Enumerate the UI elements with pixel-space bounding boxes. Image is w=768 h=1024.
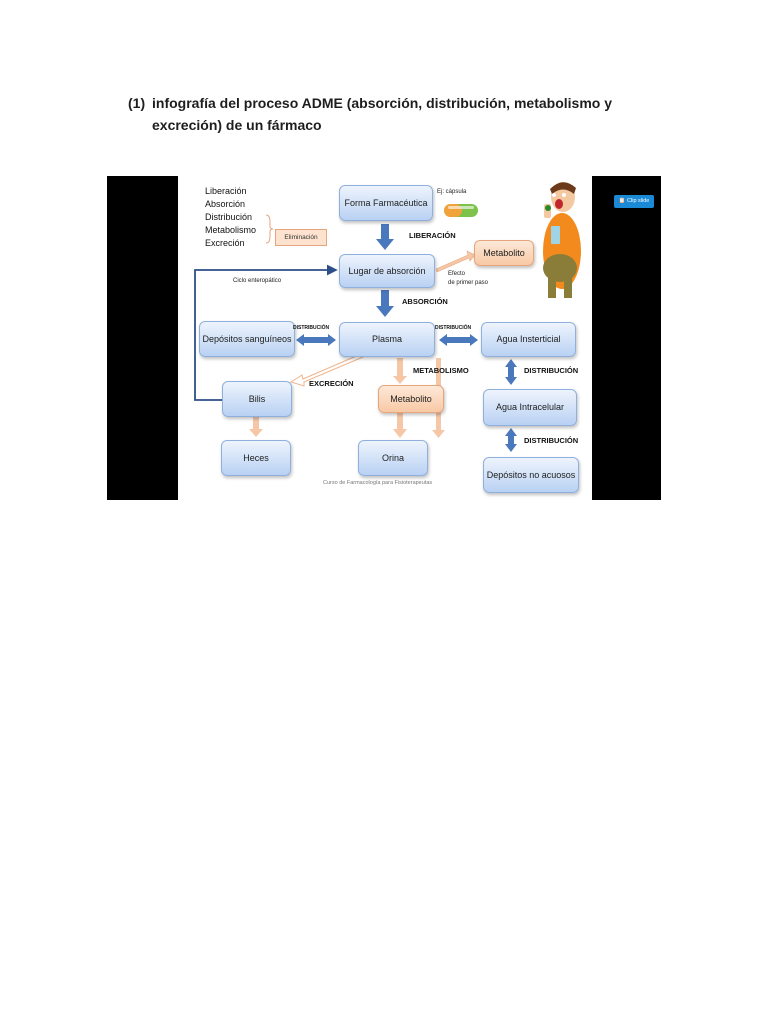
person-taking-pill-illustration	[543, 182, 581, 298]
embedded-slide-frame: 📋 Clip slide	[107, 176, 661, 500]
list-item: Distribución	[205, 212, 253, 222]
distribucion-label-2: DISTRIBUCIÓN	[524, 436, 579, 445]
brace-icon	[265, 214, 274, 244]
enterohepatic-loop-line	[194, 264, 338, 401]
ciclo-enteropatico-label: Ciclo enteropático	[233, 278, 282, 284]
adme-diagram-slide: Liberación Absorción Distribución Metabo…	[178, 176, 592, 500]
capsule-example-label: Ej: cápsula	[437, 189, 467, 195]
distribucion-label-1: DISTRIBUCIÓN	[524, 366, 579, 375]
list-item: Excreción	[205, 238, 245, 248]
adme-steps-list: Liberación Absorción Distribución Metabo…	[205, 185, 256, 250]
clip-slide-button[interactable]: 📋 Clip slide	[614, 195, 654, 208]
liberation-arrow	[376, 224, 394, 250]
document-heading: (1) infografía del proceso ADME (absorci…	[128, 92, 648, 136]
first-pass-arrow	[435, 250, 476, 273]
bilis-box: Bilis	[222, 381, 292, 417]
metabolito-top-box: Metabolito	[474, 240, 534, 266]
efecto-label-2: de primer paso	[448, 280, 489, 286]
depositos-no-acuosos-box: Depósitos no acuosos	[483, 457, 579, 493]
agua-intracelular-box: Agua Intracelular	[483, 389, 577, 426]
lugar-absorcion-box: Lugar de absorción	[339, 254, 435, 288]
efecto-label-1: Efecto	[448, 271, 466, 277]
slide-footer: Curso de Farmacología para Fisioterapeut…	[323, 480, 433, 486]
excrecion-label: EXCRECIÓN	[309, 379, 354, 388]
absorption-arrow	[376, 290, 394, 317]
orina-box: Orina	[358, 440, 428, 476]
clip-slide-label: Clip slide	[627, 198, 650, 204]
metabolismo-label: METABOLISMO	[413, 366, 469, 375]
absorcion-label: ABSORCIÓN	[402, 297, 448, 306]
metabolito-mid-box: Metabolito	[378, 385, 444, 413]
intra-deposit-double-arrow	[505, 428, 517, 452]
list-item: Absorción	[205, 199, 246, 209]
heading-text: infografía del proceso ADME (absorción, …	[152, 95, 612, 133]
distribucion-left-label: DISTRIBUCIÓN	[293, 325, 330, 331]
plasma-depositos-double-arrow	[296, 334, 336, 346]
list-item: Liberación	[205, 186, 247, 196]
metabolito-orina-arrow	[393, 413, 407, 438]
distribucion-right-label: DISTRIBUCIÓN	[435, 325, 472, 331]
diagram-connectors	[194, 182, 581, 452]
capsule-image	[444, 204, 478, 217]
liberacion-label: LIBERACIÓN	[409, 231, 456, 240]
inter-intra-double-arrow	[505, 359, 517, 385]
agua-intersticial-box: Agua Insterticial	[481, 322, 576, 357]
depositos-sanguineos-box: Depósitos sanguíneos	[199, 321, 295, 357]
heading-number: (1)	[128, 95, 146, 111]
excretion-arrow	[289, 353, 364, 387]
plasma-agua-double-arrow	[439, 334, 478, 346]
list-item: Metabolismo	[205, 225, 257, 235]
elimination-tag: Eliminación	[275, 229, 327, 246]
plasma-metabolito-arrow	[393, 358, 407, 384]
heces-box: Heces	[221, 440, 291, 476]
plasma-box: Plasma	[339, 322, 435, 357]
forma-farmaceutica-box: Forma Farmacéutica	[339, 185, 433, 221]
bilis-heces-arrow	[249, 417, 263, 437]
